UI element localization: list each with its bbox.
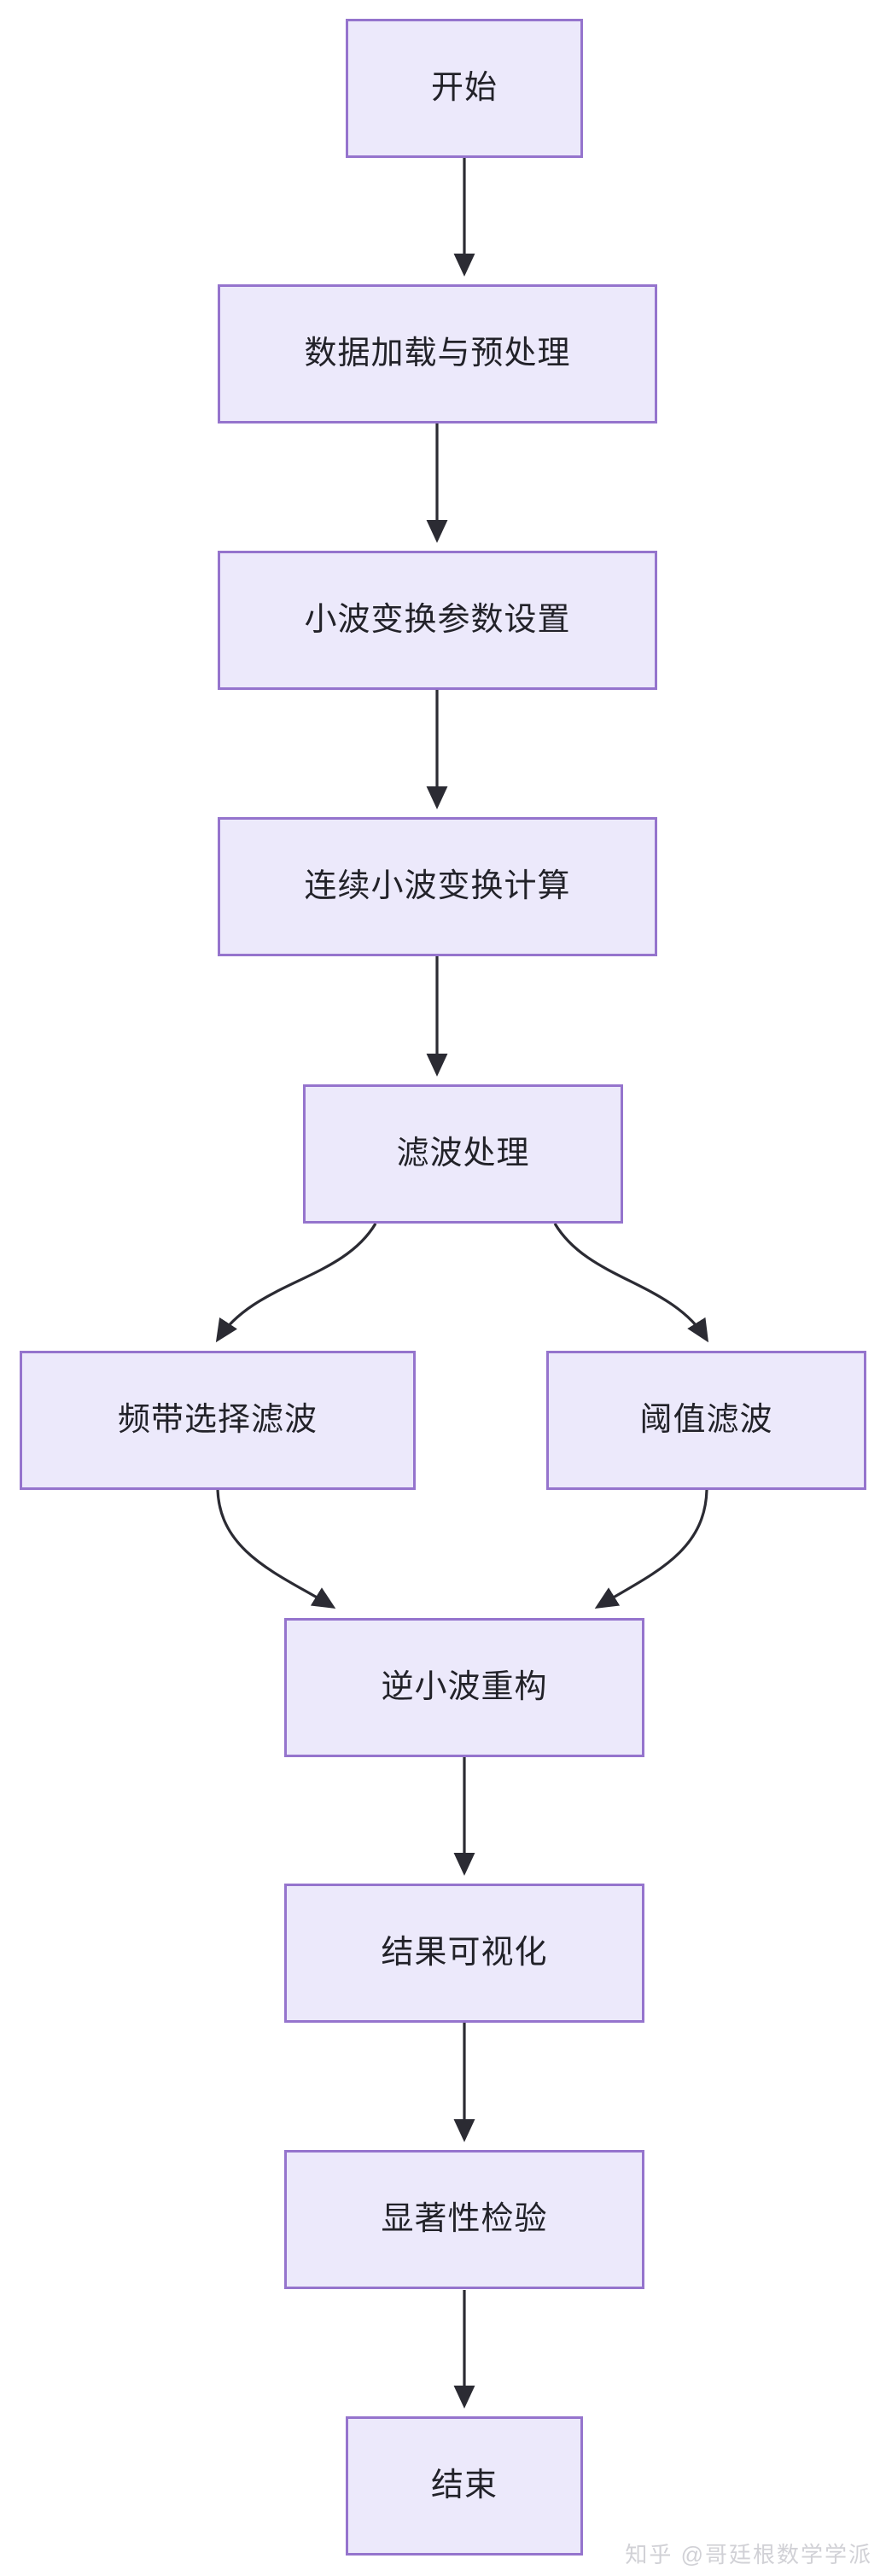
node-cwt[interactable]: 连续小波变换计算 xyxy=(218,817,657,956)
edge-filter-to-threshold xyxy=(553,1223,709,1343)
node-label-params: 小波变换参数设置 xyxy=(304,601,571,638)
node-params[interactable]: 小波变换参数设置 xyxy=(218,551,657,690)
node-label-start: 开始 xyxy=(430,69,498,106)
node-label-filter: 滤波处理 xyxy=(396,1135,530,1171)
node-label-visualize: 结果可视化 xyxy=(381,1934,548,1971)
node-bandfilter[interactable]: 频带选择滤波 xyxy=(20,1351,416,1490)
node-signif[interactable]: 显著性检验 xyxy=(284,2150,644,2289)
node-label-signif: 显著性检验 xyxy=(381,2200,548,2237)
node-visualize[interactable]: 结果可视化 xyxy=(284,1884,644,2023)
node-inverse[interactable]: 逆小波重构 xyxy=(284,1618,644,1757)
node-filter[interactable]: 滤波处理 xyxy=(303,1084,623,1224)
node-label-threshold: 阈值滤波 xyxy=(639,1401,773,1438)
edge-bandfilter-to-inverse xyxy=(216,1489,336,1609)
node-label-bandfilter: 频带选择滤波 xyxy=(117,1401,318,1438)
node-label-end: 结束 xyxy=(430,2467,498,2503)
node-label-inverse: 逆小波重构 xyxy=(381,1668,548,1705)
node-end[interactable]: 结束 xyxy=(346,2416,583,2556)
node-label-preprocess: 数据加载与预处理 xyxy=(304,335,571,371)
node-start[interactable]: 开始 xyxy=(346,19,583,158)
connector-edges xyxy=(215,158,709,2409)
node-label-cwt: 连续小波变换计算 xyxy=(304,867,571,904)
edge-filter-to-bandfilter xyxy=(215,1223,377,1343)
node-threshold[interactable]: 阈值滤波 xyxy=(546,1351,866,1490)
node-preprocess[interactable]: 数据加载与预处理 xyxy=(218,284,657,423)
edge-threshold-to-inverse xyxy=(594,1489,708,1609)
watermark-label: 知乎 @哥廷根数学学派 xyxy=(625,2542,872,2567)
